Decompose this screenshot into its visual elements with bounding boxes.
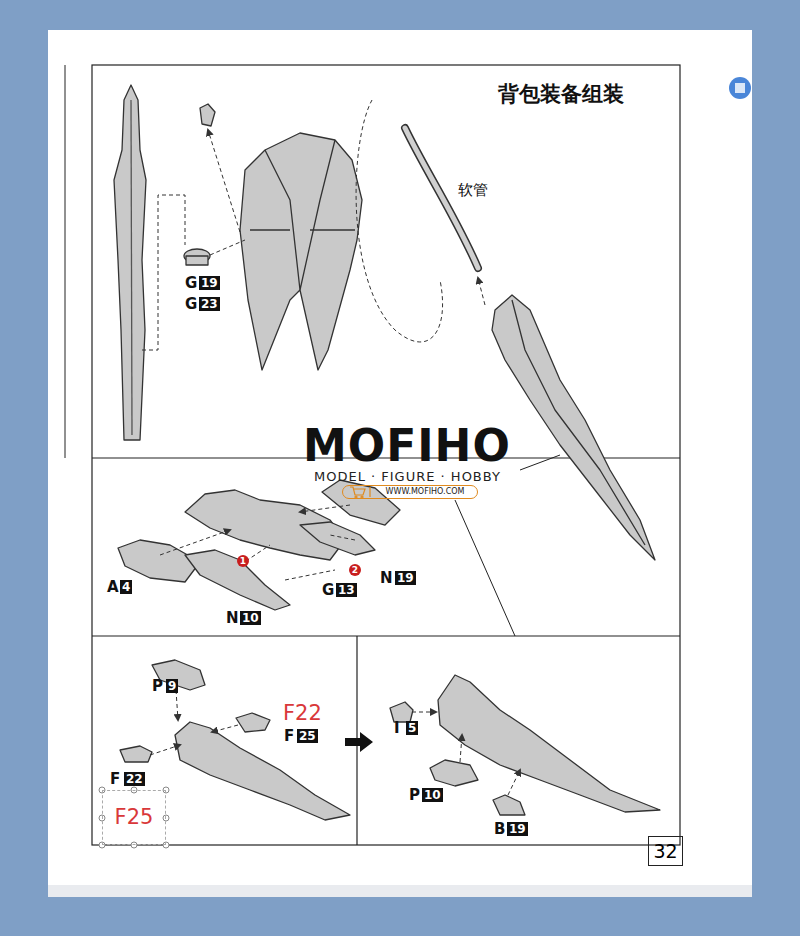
part-letter: N (380, 571, 393, 586)
part-number: 19 (395, 571, 416, 585)
part-number: 13 (336, 583, 357, 597)
part-letter: N (226, 611, 239, 626)
part-letter: P (409, 788, 420, 803)
part-letter: F (110, 772, 120, 787)
watermark: MOFIHO (303, 424, 511, 468)
watermark-tagline: MODEL · FIGURE · HOBBY (314, 470, 501, 483)
part-letter: G (185, 276, 197, 291)
part-number: 4 (120, 580, 132, 594)
part-letter: F (284, 729, 294, 744)
part-number: 10 (422, 788, 443, 802)
step-number: 1 (237, 555, 249, 567)
part-name: 软管 (458, 183, 488, 198)
part-letter: B (494, 822, 505, 837)
url-text: WWW.MOFIHO.COM (386, 488, 465, 496)
part-letter: A (107, 580, 119, 595)
page-number: 32 (653, 842, 677, 861)
part-number: 10 (240, 611, 261, 625)
selection-box: F25 (102, 790, 166, 845)
part-letter: G (185, 297, 197, 312)
part-number: 5 (406, 721, 418, 735)
page-title: 背包装备组装 (498, 84, 624, 105)
annotation: F22 (283, 703, 322, 724)
step-number: 2 (349, 564, 361, 576)
part-number: 25 (297, 729, 318, 743)
part-number: 22 (124, 772, 145, 786)
url-pill: WWW.MOFIHO.COM (342, 485, 478, 499)
page-number-box: 32 (648, 836, 683, 866)
part-number: 19 (199, 276, 220, 290)
part-code: F25 (115, 807, 154, 828)
toolbar-strip (48, 885, 752, 897)
part-letter: P (152, 679, 163, 694)
part-letter: G (322, 583, 334, 598)
part-letter: I (394, 721, 400, 736)
part-number: 19 (507, 822, 528, 836)
part-number: 9 (166, 679, 178, 693)
part-number: 23 (199, 297, 220, 311)
